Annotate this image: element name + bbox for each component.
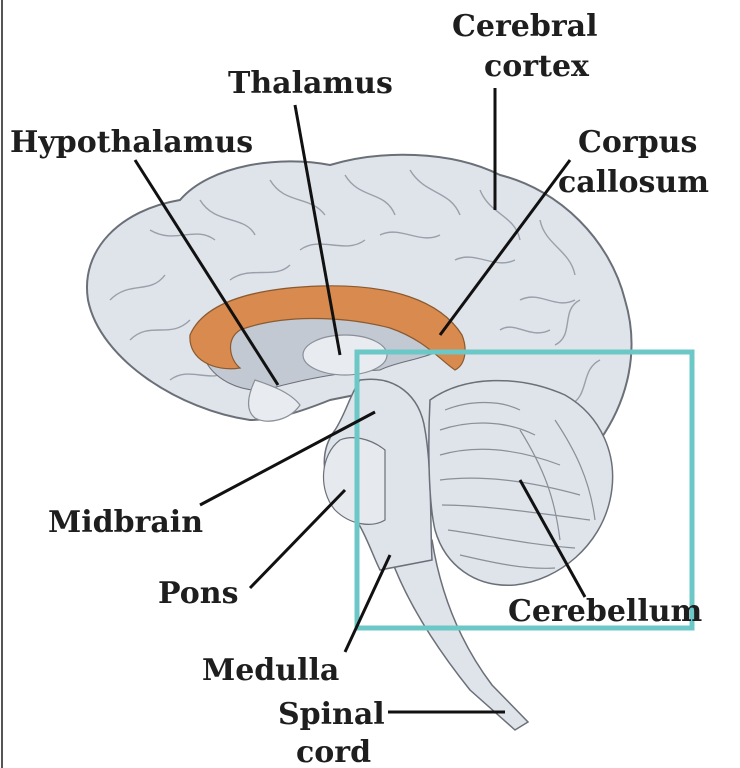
label-spinal-cord-line1: Spinal xyxy=(278,697,385,732)
leader-line-corpus-callosum xyxy=(438,159,572,336)
thalamus-shape xyxy=(302,334,388,376)
label-cerebellum: Cerebellum xyxy=(508,594,703,629)
label-corpus-callosum-line2: callosum xyxy=(558,165,709,200)
label-pons: Pons xyxy=(158,576,238,611)
cerebellum-highlight-box xyxy=(354,349,695,631)
spinal-cord-shape xyxy=(378,518,530,731)
label-thalamus: Thalamus xyxy=(228,66,393,101)
leader-line-cerebellum xyxy=(518,479,587,598)
label-corpus-callosum-line1: Corpus xyxy=(578,125,697,160)
label-medulla: Medulla xyxy=(202,653,339,688)
cerebellum-folia xyxy=(439,401,596,569)
label-midbrain: Midbrain xyxy=(48,505,203,540)
hypothalamus-shape xyxy=(248,379,301,422)
leader-line-pons xyxy=(248,488,347,590)
label-cerebral-cortex-line2: cortex xyxy=(484,49,590,84)
leader-line-thalamus xyxy=(293,104,342,356)
leader-line-midbrain xyxy=(199,410,376,507)
corpus-callosum-shape xyxy=(189,285,466,371)
label-hypothalamus: Hypothalamus xyxy=(10,125,253,160)
label-spinal-cord-line2: cord xyxy=(296,735,371,768)
leader-lines xyxy=(133,88,587,714)
label-cerebral-cortex-line1: Cerebral xyxy=(452,9,597,44)
pons-shape xyxy=(323,437,386,525)
leader-line-medulla xyxy=(343,554,392,653)
leader-line-hypothalamus xyxy=(133,159,280,386)
